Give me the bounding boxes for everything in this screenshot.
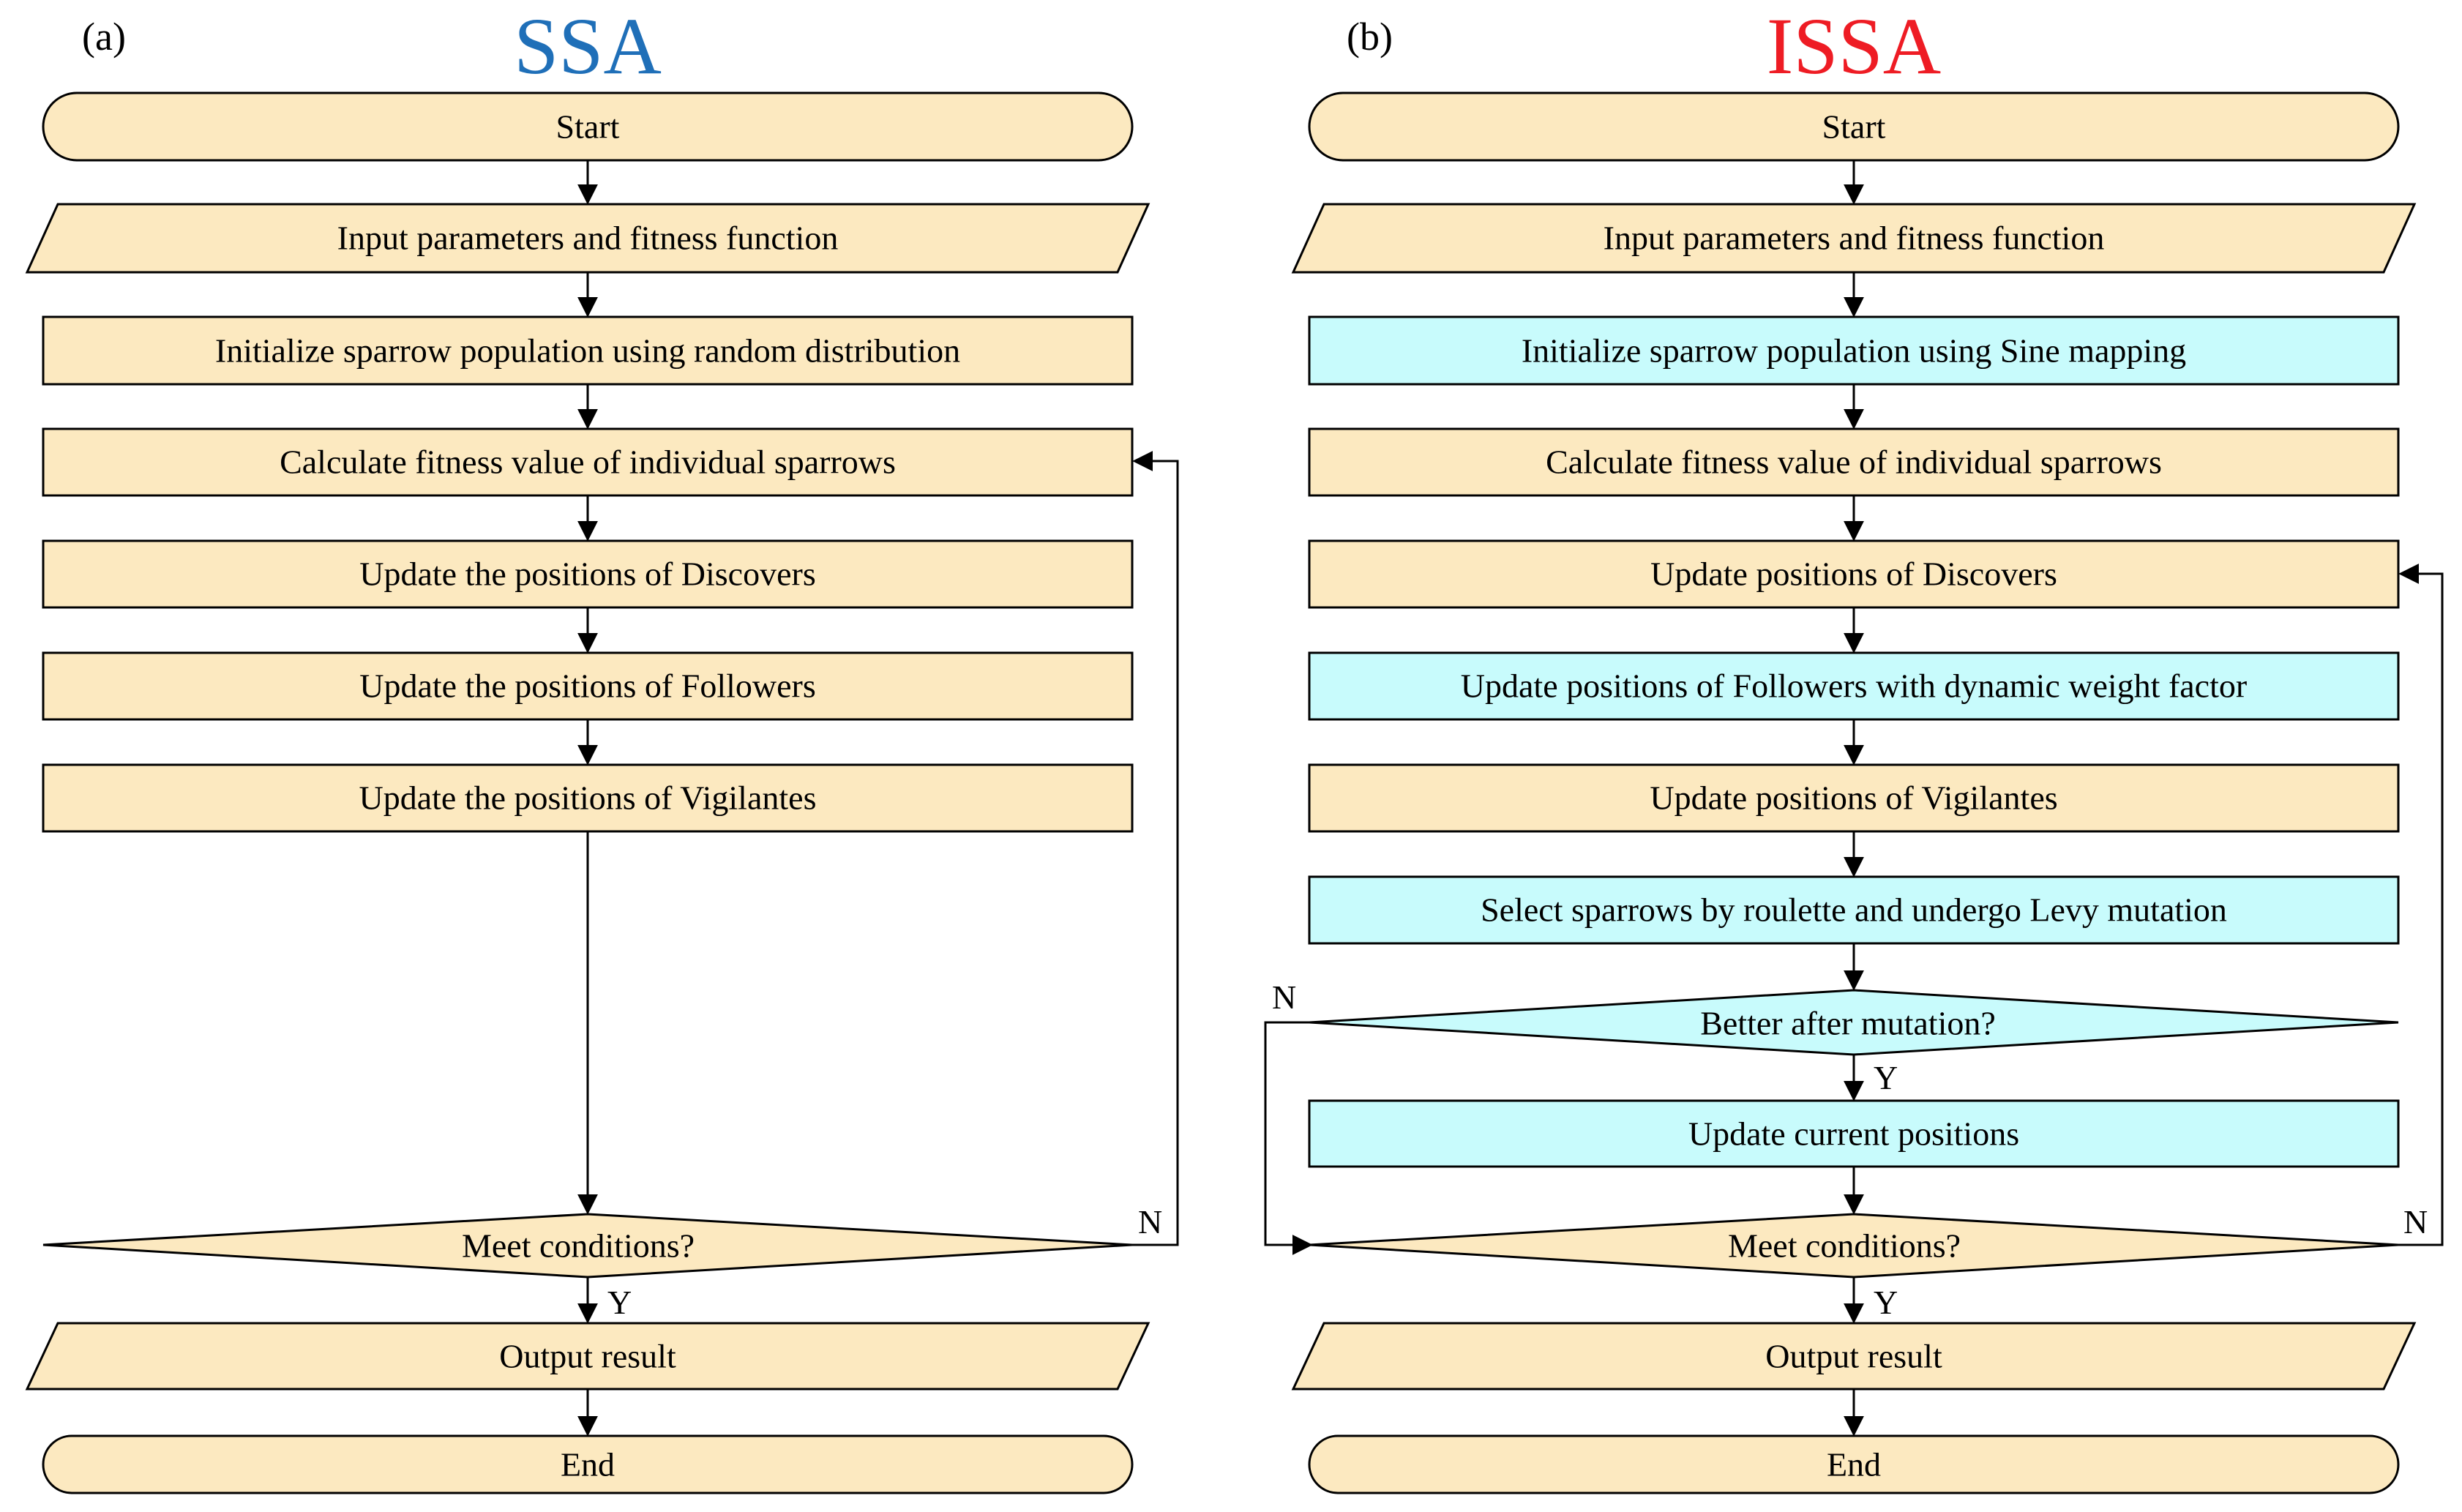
panel-a-connectors [577, 160, 1179, 1437]
svg-text:Update the positions of Vigila: Update the positions of Vigilantes [359, 779, 817, 817]
svg-text:Output result: Output result [1765, 1338, 1942, 1375]
svg-text:Calculate fitness value of ind: Calculate fitness value of individual sp… [280, 444, 896, 481]
node-a-input: Input parameters and fitness function [25, 203, 1150, 274]
svg-text:Update positions of Followers: Update positions of Followers with dynam… [1461, 667, 2247, 705]
b-edge-loop-back [2398, 564, 2444, 1246]
node-b-end: End [1308, 1434, 2400, 1494]
node-a-disc: Update the positions of Discovers [42, 539, 1134, 609]
panel-b: (b) ISSA Start Input parameters and [1264, 1, 2444, 1494]
node-b-init: Initialize sparrow population using Sine… [1308, 315, 2400, 386]
node-b-input: Input parameters and fitness function [1291, 203, 2417, 274]
b-edge-no-better-to-cond [1264, 1021, 1313, 1255]
panel-b-connectors [1264, 160, 2444, 1437]
node-b-select: Select sparrows by roulette and undergo … [1308, 875, 2400, 945]
panel-b-title: ISSA [1767, 1, 1941, 91]
node-b-better: Better after mutation? [1309, 989, 2399, 1056]
panel-a: (a) SSA Start Input parameters and fitne… [25, 1, 1179, 1494]
b-label-yes-better: Y [1874, 1059, 1898, 1096]
svg-text:Select sparrows by roulette an: Select sparrows by roulette and undergo … [1481, 891, 2227, 929]
svg-text:Initialize sparrow population: Initialize sparrow population using rand… [215, 332, 960, 370]
svg-text:End: End [1827, 1446, 1881, 1483]
panel-a-title: SSA [514, 1, 662, 91]
node-a-cond: Meet conditions? [42, 1213, 1133, 1279]
svg-text:Start: Start [556, 108, 620, 146]
node-b-start: Start [1308, 91, 2400, 162]
node-a-start: Start [42, 91, 1134, 162]
svg-text:End: End [561, 1446, 615, 1483]
node-b-update: Update current positions [1308, 1099, 2400, 1168]
node-a-output: Output result [25, 1322, 1150, 1391]
svg-text:Input parameters and fitness f: Input parameters and fitness function [1604, 220, 2105, 257]
node-b-output: Output result [1291, 1322, 2417, 1391]
node-a-calc: Calculate fitness value of individual sp… [42, 427, 1134, 497]
svg-text:Meet conditions?: Meet conditions? [1728, 1227, 1961, 1265]
b-label-no-better: N [1272, 978, 1296, 1016]
svg-text:Initialize sparrow population: Initialize sparrow population using Sine… [1522, 332, 2186, 370]
node-b-cond: Meet conditions? [1309, 1213, 2399, 1279]
svg-text:Calculate fitness value of ind: Calculate fitness value of individual sp… [1546, 444, 2162, 481]
svg-text:Update the positions of Discov: Update the positions of Discovers [359, 555, 815, 593]
a-edge-loop-back [1132, 451, 1179, 1246]
node-b-vig: Update positions of Vigilantes [1308, 763, 2400, 833]
node-a-init: Initialize sparrow population using rand… [42, 315, 1134, 386]
svg-text:Output result: Output result [499, 1338, 676, 1375]
svg-text:Update current positions: Update current positions [1688, 1115, 2019, 1153]
node-a-end: End [42, 1434, 1134, 1494]
panel-a-letter: (a) [82, 15, 126, 59]
a-label-yes: Y [607, 1284, 632, 1321]
node-b-calc: Calculate fitness value of individual sp… [1308, 427, 2400, 497]
a-label-no: N [1138, 1203, 1162, 1240]
node-b-disc: Update positions of Discovers [1308, 539, 2400, 609]
svg-text:Update positions of Discovers: Update positions of Discovers [1650, 555, 2057, 593]
b-label-no-cond: N [2403, 1203, 2428, 1240]
svg-text:Better after mutation?: Better after mutation? [1700, 1005, 1996, 1042]
node-b-foll: Update positions of Followers with dynam… [1308, 651, 2400, 721]
svg-text:Start: Start [1822, 108, 1886, 146]
svg-text:Update the positions of Follow: Update the positions of Followers [359, 667, 816, 705]
node-a-foll: Update the positions of Followers [42, 651, 1134, 721]
b-label-yes-cond: Y [1874, 1284, 1898, 1321]
panel-b-letter: (b) [1347, 15, 1393, 59]
node-a-vig: Update the positions of Vigilantes [42, 763, 1134, 833]
svg-text:Input parameters and fitness f: Input parameters and fitness function [337, 220, 839, 257]
svg-text:Update positions of Vigilantes: Update positions of Vigilantes [1650, 779, 2057, 817]
svg-text:Meet conditions?: Meet conditions? [462, 1227, 695, 1265]
